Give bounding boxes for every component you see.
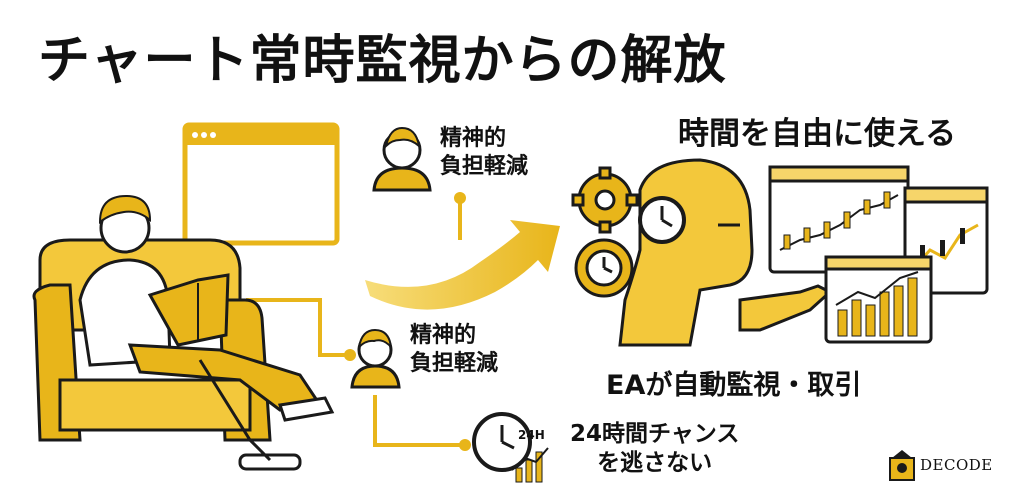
page-title: チャート常時監視からの解放: [38, 31, 727, 91]
chance-line1: 24時間チャンス: [570, 421, 740, 447]
free-time-label: 時間を自由に使える: [678, 116, 957, 152]
browser-window-icon: [182, 122, 340, 246]
mental-burden-line2: 負担軽減: [440, 153, 529, 179]
person-icon: [372, 126, 432, 192]
arrow-right-icon: [365, 220, 560, 310]
mental-burden-line2: 負担軽減: [410, 350, 499, 376]
decode-logo-icon: [889, 450, 915, 481]
clock-24h-label: 24H: [518, 428, 545, 442]
decode-logo: DECODE: [888, 440, 1008, 490]
ea-monitor-label: EAが自動監視・取引: [606, 370, 862, 401]
mental-burden-line1: 精神的: [440, 126, 507, 151]
chart-window-icon: [824, 255, 933, 344]
clock-24h-icon: [472, 412, 549, 483]
mental-burden-label-top: 精神的 負担軽減: [440, 125, 528, 180]
gear-icon: [571, 166, 639, 234]
person-reading-illustration: [32, 194, 335, 471]
decode-logo-text: DECODE: [920, 456, 993, 474]
person-icon: [350, 328, 401, 389]
chance-label: 24時間チャンス を逃さない: [570, 420, 739, 478]
chance-line2: を逃さない: [597, 449, 713, 476]
gear-icon: [574, 238, 634, 298]
connector-lines: [246, 200, 465, 447]
robot-icon: [618, 158, 833, 347]
mental-burden-line1: 精神的: [410, 323, 477, 348]
mental-burden-label-mid: 精神的 負担軽減: [410, 322, 498, 377]
